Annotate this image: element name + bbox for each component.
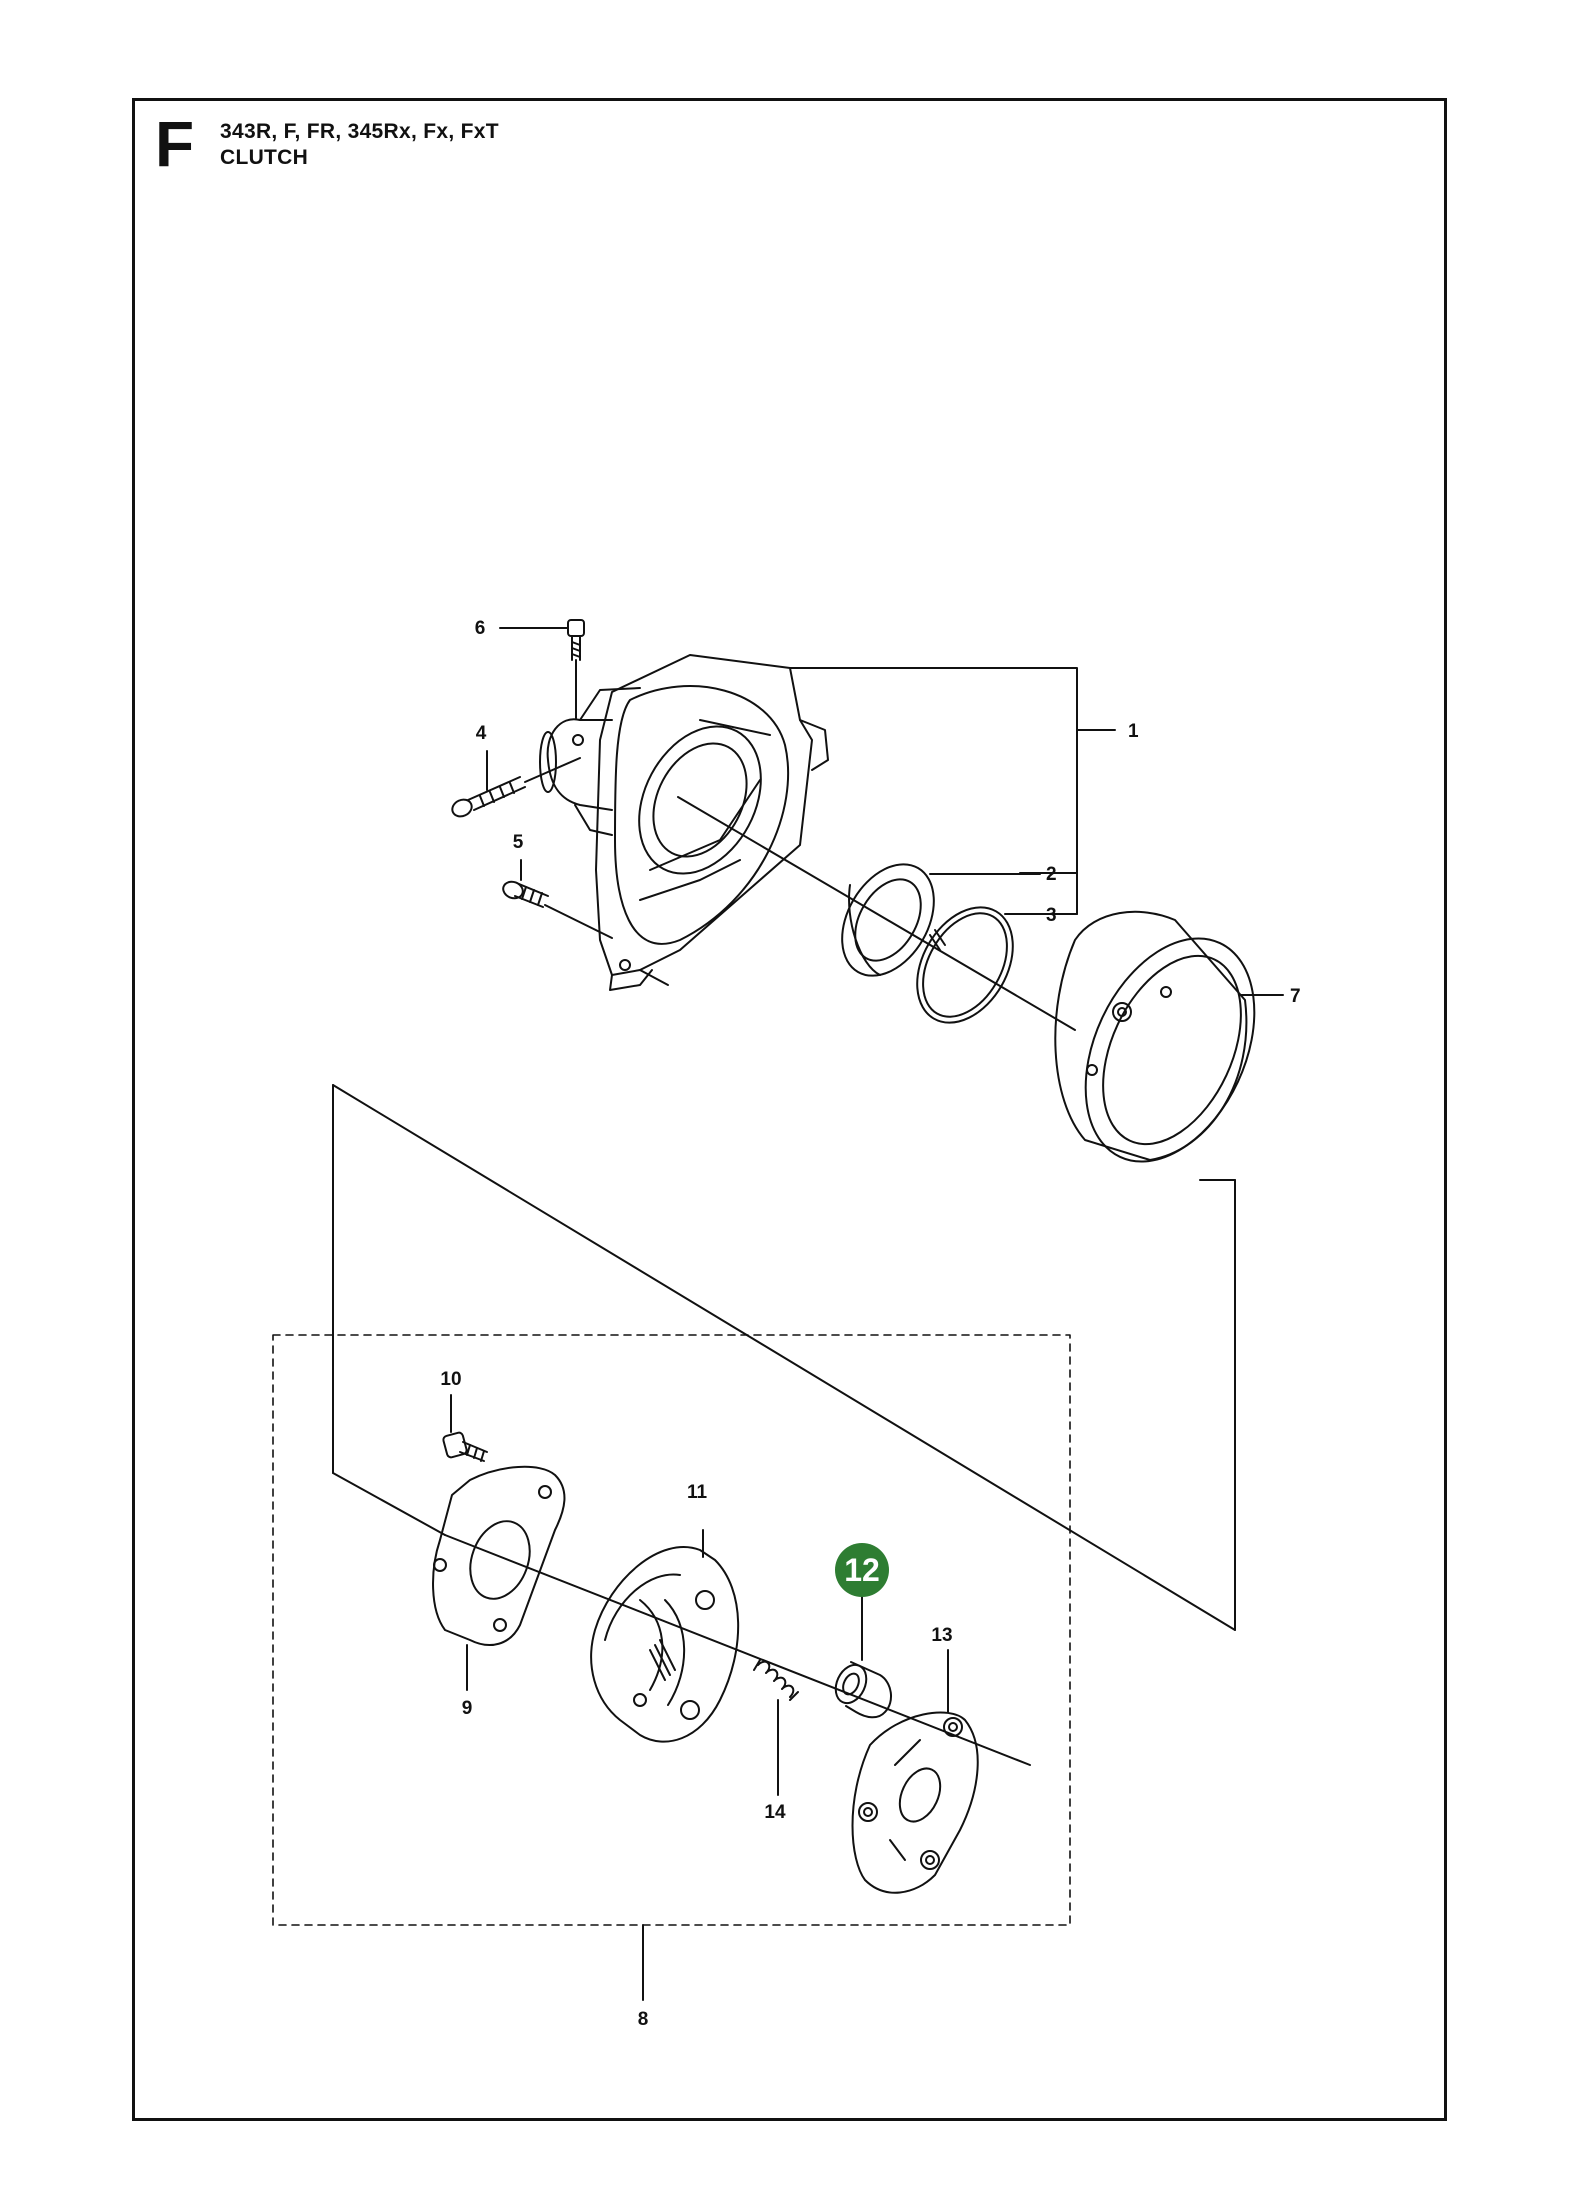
screw-part-6 bbox=[499, 619, 585, 719]
clutch-shoes-part-11 bbox=[590, 1529, 740, 1743]
plate-part-9 bbox=[432, 1465, 566, 1691]
callout-12: 12 bbox=[844, 1552, 880, 1588]
bracket-part-1 bbox=[789, 667, 1116, 874]
highlight-badge bbox=[835, 1543, 889, 1597]
clutch-drum-part-7 bbox=[1054, 910, 1284, 1163]
model-list: 343R, F, FR, 345Rx, Fx, FxT bbox=[220, 120, 499, 143]
circlip-part-3 bbox=[916, 906, 1041, 1024]
assembly-title: CLUTCH bbox=[220, 146, 309, 169]
bushing-part-12 bbox=[834, 1592, 892, 1719]
screw-part-10 bbox=[442, 1394, 488, 1462]
bolt-part-5 bbox=[502, 859, 613, 939]
clutch-housing bbox=[539, 654, 829, 991]
callout-2: 2 bbox=[1046, 864, 1057, 885]
clutch-kit-box bbox=[272, 1334, 1071, 1926]
callout-14: 14 bbox=[764, 1802, 786, 1823]
page-frame bbox=[132, 98, 1447, 2121]
bolt-part-4 bbox=[451, 750, 581, 818]
callout-9: 9 bbox=[462, 1698, 473, 1719]
callout-8: 8 bbox=[638, 2009, 649, 2030]
callout-6: 6 bbox=[475, 618, 486, 639]
callout-11: 11 bbox=[687, 1482, 708, 1503]
callout-3: 3 bbox=[1046, 905, 1057, 926]
callout-1: 1 bbox=[1128, 721, 1139, 742]
bearing-part-2 bbox=[841, 863, 1041, 977]
section-letter: F bbox=[155, 108, 195, 180]
spring-part-14 bbox=[753, 1659, 799, 1796]
callout-13: 13 bbox=[931, 1625, 952, 1646]
hub-plate-part-13 bbox=[851, 1649, 979, 1894]
callout-5: 5 bbox=[513, 832, 524, 853]
callout-4: 4 bbox=[476, 723, 487, 744]
callout-7: 7 bbox=[1290, 986, 1301, 1007]
callout-10: 10 bbox=[440, 1369, 461, 1390]
